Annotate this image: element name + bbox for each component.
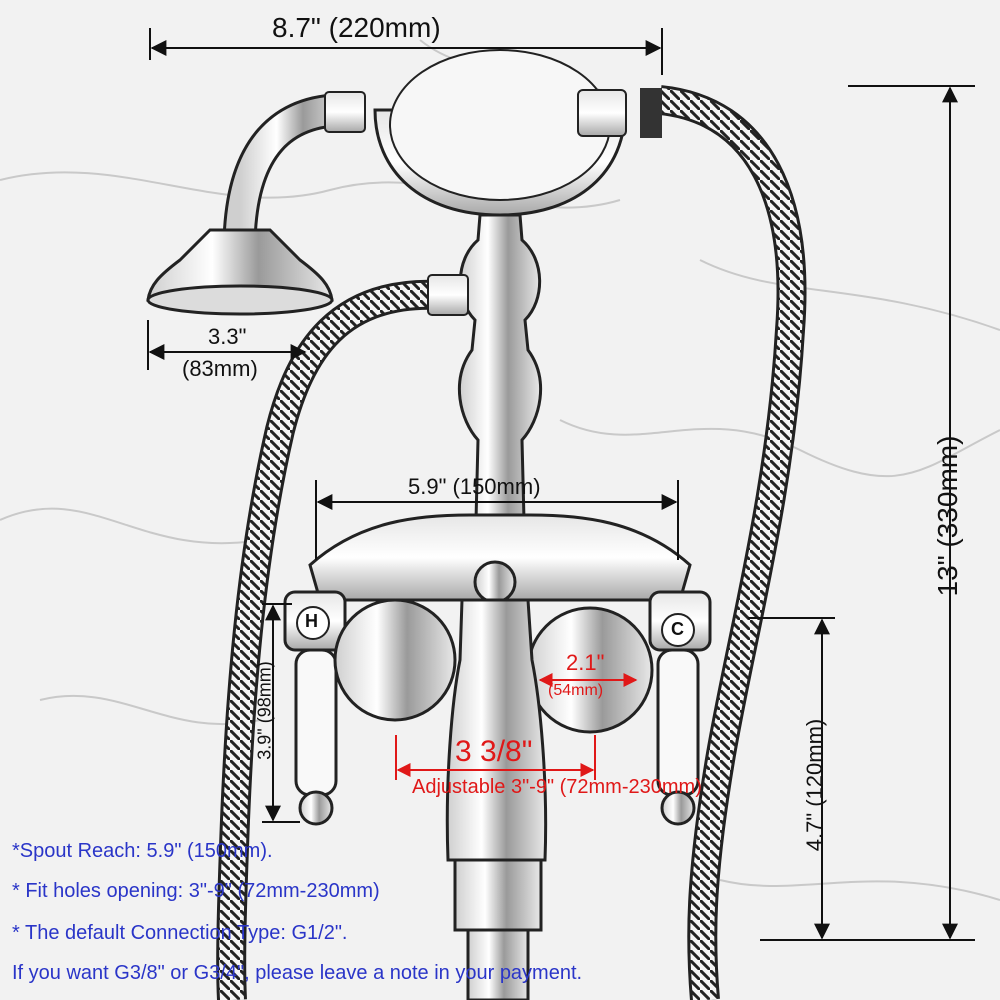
spout (445, 598, 548, 862)
handle-gap-label: 2.1" (566, 650, 605, 675)
lower-height-label: 4.7" (120mm) (802, 718, 827, 852)
hot-label: H (305, 611, 318, 631)
left-handle-disc (333, 598, 457, 722)
cold-indicator (661, 613, 695, 647)
handle-gap-mm-label: (54mm) (548, 682, 604, 699)
cold-label: C (671, 619, 684, 639)
note-spout-reach: *Spout Reach: 5.9" (150mm). (12, 840, 273, 862)
total-height-label: 13" (330mm) (932, 435, 963, 597)
dimension-lines (147, 28, 975, 941)
note-alternative-connection: If you want G3/8" or G3/4", please leave… (12, 962, 583, 984)
head-diameter-label: 3.3" (208, 324, 247, 349)
spout-width-label: 5.9" (150mm) (408, 474, 541, 499)
note-fit-holes: * Fit holes opening: 3"-9" (72mm-230mm) (12, 880, 380, 902)
overall-width-label: 8.7" (220mm) (272, 12, 441, 43)
note-connection-type: * The default Connection Type: G1/2". (12, 922, 348, 944)
head-diameter-mm-label: (83mm) (182, 356, 258, 381)
adjustable-range-label: Adjustable 3"-9" (72mm-230mm) (412, 776, 702, 798)
hot-indicator (296, 606, 330, 640)
red-dimension-lines (395, 673, 638, 780)
mixer-body (308, 513, 692, 602)
handle-height-label: 3.9" (98mm) (254, 661, 275, 760)
center-distance-label: 3 3/8" (455, 735, 533, 768)
